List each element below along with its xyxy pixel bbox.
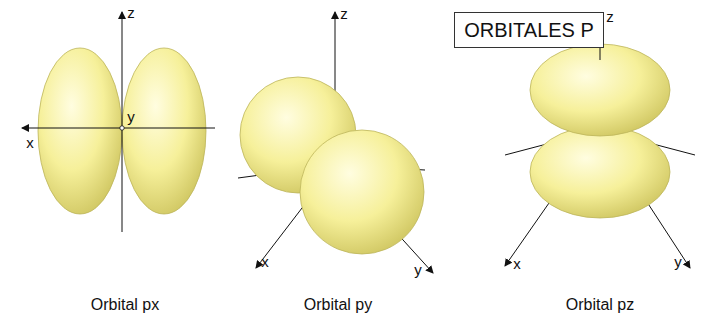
orbital-caption: Orbital py [304,296,372,314]
axis-label: z [606,8,614,25]
axis-label: z [127,4,135,21]
title-box: ORBITALES P [454,12,604,48]
axis-label: x [513,255,521,272]
axis-label: x [26,134,34,151]
axis-label: y [414,261,422,278]
axis-label: y [674,253,682,270]
px-orbital [22,12,215,232]
py-orbital [238,12,433,273]
axis-label: z [340,5,348,22]
title-text: ORBITALES P [464,19,594,42]
axis-label: y [127,108,135,125]
orbital-caption: Orbital pz [566,296,634,314]
orbital-caption: Orbital px [91,296,159,314]
axis-label: x [261,253,269,270]
pz-orbital [505,16,695,268]
